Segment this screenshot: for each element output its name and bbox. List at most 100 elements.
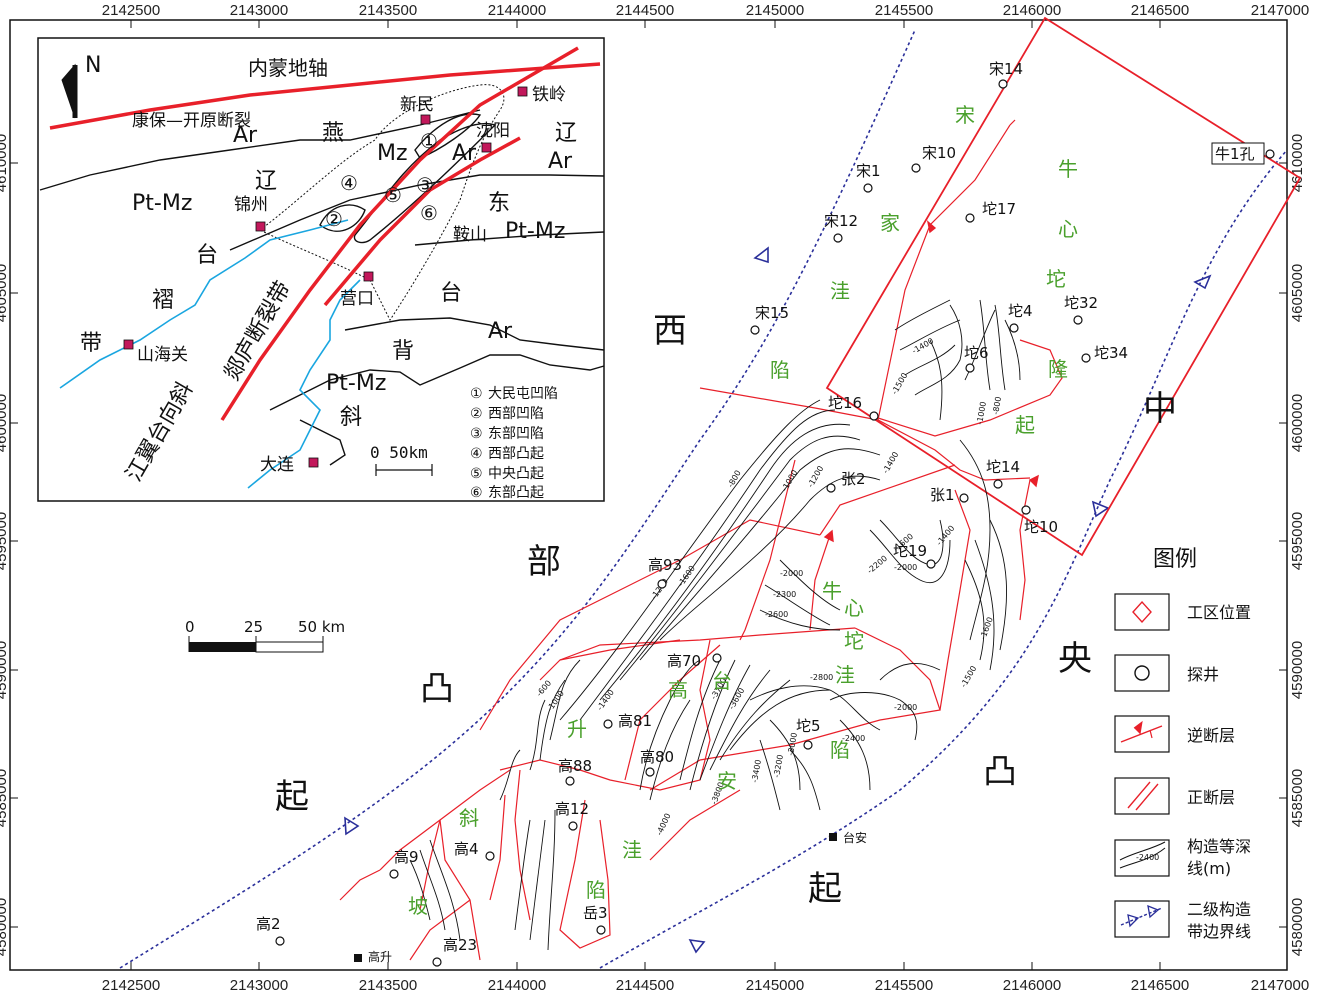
well-label: 高70 [667, 652, 701, 670]
well-marker[interactable]: 高80 [640, 748, 674, 777]
town-marker [308, 457, 319, 468]
well-marker[interactable]: 坨4 [1008, 302, 1033, 333]
well-marker[interactable]: 岳3 [583, 904, 608, 935]
well-marker[interactable]: 宋14 [989, 60, 1023, 89]
well-label: 坨16 [828, 394, 862, 412]
well-symbol [1009, 323, 1019, 333]
west-boundary-line [119, 29, 916, 969]
inset-city-label: 沈阳 [476, 121, 510, 141]
contour-label: -1000 [545, 689, 566, 713]
well-marker[interactable]: 宋15 [750, 304, 789, 335]
well-marker[interactable]: 坨10 [1021, 505, 1058, 536]
inset-legend-text: 东部凸起 [488, 485, 544, 501]
well-marker[interactable]: 高4 [454, 840, 495, 861]
well-symbol [993, 479, 1003, 489]
x-tick-label: 2144000 [488, 2, 546, 19]
well-marker[interactable]: 宋1 [856, 162, 881, 193]
sag-label-char: 牛 [822, 579, 842, 603]
legend-item-reverse-fault: 逆断层 [1114, 715, 1235, 753]
inset-region-label: 褶 [152, 288, 174, 313]
y-tick-label: 4610000 [1289, 134, 1306, 192]
well-label: 高88 [558, 757, 592, 775]
well-symbol [998, 79, 1008, 89]
well-marker[interactable]: 坨6 [964, 344, 989, 373]
inset-basin-number: ⑤ [384, 183, 402, 207]
well-marker[interactable]: 坨17 [965, 200, 1016, 223]
x-tick-label: 2142500 [102, 2, 160, 19]
legend-label: 二级构造 [1187, 900, 1251, 919]
town-marker [354, 954, 362, 962]
axis-ticks [10, 20, 1287, 970]
inset-region-label: 内蒙地轴 [248, 56, 328, 80]
legend-label: 带边界线 [1187, 922, 1251, 941]
well-marker[interactable]: 高2 [256, 915, 285, 946]
x-tick-label: 2146000 [1003, 977, 1061, 994]
well-marker[interactable]: 张2 [826, 470, 866, 493]
well-marker[interactable]: 宋12 [824, 212, 858, 243]
well-label: 高81 [618, 712, 652, 730]
well-marker[interactable]: 坨5 [796, 717, 821, 750]
contour-label: -2200 [866, 554, 890, 576]
scale-label: 50 km [298, 618, 345, 636]
town-marker [517, 86, 528, 97]
inset-region-label: 燕 [322, 121, 344, 146]
well-marker[interactable]: 高70 [667, 652, 722, 670]
well-label: 牛1孔 [1215, 145, 1255, 163]
well-label: 高93 [648, 556, 682, 574]
well-label: 坨5 [796, 717, 821, 735]
inset-region-label: Ar [233, 123, 258, 148]
town-marker [420, 114, 431, 125]
x-tick-label: 2144000 [488, 977, 546, 994]
x-tick-label: 2143000 [230, 977, 288, 994]
inset-legend-num: ① [470, 386, 483, 402]
inset-city-label: 鞍山 [453, 225, 487, 245]
well-marker[interactable]: 高93 [648, 556, 682, 589]
town-gaosheng: 高升 [354, 949, 392, 964]
inset-legend-text: 西部凸起 [488, 446, 544, 462]
x-tick-label: 2143500 [359, 2, 417, 19]
x-tick-label: 2145000 [746, 2, 804, 19]
inset-legend-num: ④ [470, 446, 483, 462]
town-marker [829, 833, 837, 841]
region-char: 起 [808, 869, 842, 909]
well-symbol [432, 957, 442, 967]
well-symbol [926, 559, 936, 569]
well-marker[interactable]: 坨34 [1081, 344, 1128, 363]
well-marker[interactable]: 高23 [432, 936, 477, 967]
well-marker[interactable]: 张1 [930, 486, 969, 504]
town-label: 台安 [843, 830, 867, 845]
well-marker[interactable]: 坨14 [986, 458, 1020, 489]
main-scale-bar: 0 25 50 km [185, 618, 345, 653]
well-marker[interactable]: 高81 [603, 712, 652, 730]
town-marker [481, 142, 492, 153]
x-tick-label: 2147000 [1251, 2, 1309, 19]
well-marker[interactable]: 坨19 [893, 542, 936, 569]
well-symbol [389, 869, 399, 879]
well-niu1[interactable]: 牛1孔 [1211, 142, 1275, 165]
well-marker[interactable]: 坨16 [828, 394, 879, 421]
well-marker[interactable]: 宋10 [911, 144, 956, 173]
well-label: 坨14 [986, 458, 1020, 476]
well-label: 高23 [443, 936, 477, 954]
contour-label: -3200 [772, 754, 785, 778]
well-marker[interactable]: 高88 [558, 757, 592, 786]
inset-legend-text: 西部凹陷 [488, 406, 544, 422]
well-symbol [657, 579, 667, 589]
well-marker[interactable]: 高9 [389, 848, 419, 879]
inset-region-label: 台 [196, 243, 218, 268]
well-marker[interactable]: 高12 [555, 800, 589, 831]
well-symbol [833, 233, 843, 243]
contour-label: -2600 [765, 610, 788, 619]
region-char: 中 [1143, 389, 1177, 429]
inset-fault-label: 康保—开原断裂 [132, 111, 251, 131]
inset-region-label: 背 [392, 339, 414, 364]
well-label: 高4 [454, 840, 479, 858]
region-char: 凸 [420, 669, 454, 709]
well-marker[interactable]: 坨32 [1064, 294, 1098, 325]
x-tick-label: 2143500 [359, 977, 417, 994]
well-label: 坨4 [1008, 302, 1033, 320]
y-tick-label: 4585000 [0, 769, 10, 827]
well-symbol [965, 213, 975, 223]
contour-label: -2300 [773, 590, 796, 599]
well-label: 高12 [555, 800, 589, 818]
